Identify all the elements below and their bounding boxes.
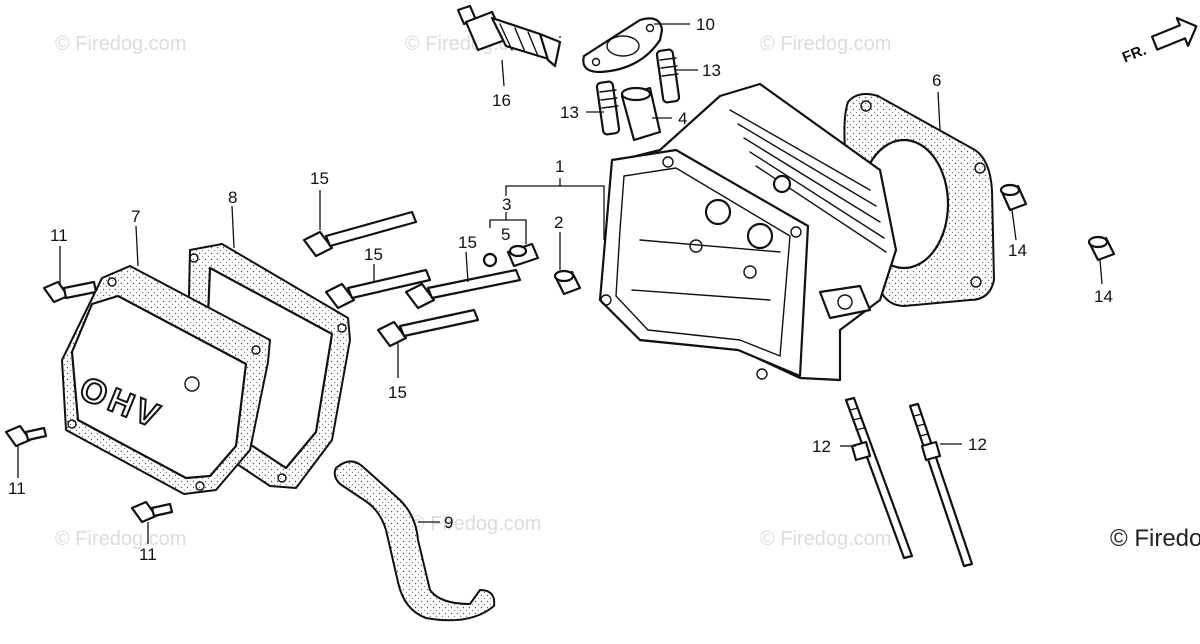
part-number-labels: 1 2 3 4 5 6 7 8 9 10 11 11 11 12 12 13 1… bbox=[8, 15, 1113, 564]
part-label: 4 bbox=[678, 109, 687, 128]
part-label: 15 bbox=[310, 169, 329, 188]
part-label: 3 bbox=[502, 195, 511, 214]
part-label: 15 bbox=[364, 245, 383, 264]
dowel-pins bbox=[482, 242, 582, 296]
stud-bolts bbox=[595, 48, 681, 136]
part-label: 11 bbox=[8, 479, 26, 498]
dowel-pins-right bbox=[999, 183, 1116, 262]
part-label: 16 bbox=[492, 91, 511, 110]
watermark-text: © Firedog.com bbox=[760, 528, 891, 550]
flange-bolts bbox=[302, 210, 522, 348]
watermark-text: © Firedog.com bbox=[410, 513, 541, 535]
watermarks: © Firedog.com © Firedog.com © Firedog.co… bbox=[55, 33, 1200, 552]
part-label: 1 bbox=[555, 157, 564, 176]
part-label: 15 bbox=[458, 233, 477, 252]
part-label: 15 bbox=[388, 383, 407, 402]
watermark-corner-text: © Firedog bbox=[1110, 525, 1200, 552]
part-label: 10 bbox=[696, 15, 715, 34]
part-label: 11 bbox=[50, 226, 68, 245]
part-label: 14 bbox=[1008, 241, 1027, 260]
spark-plug bbox=[456, 4, 562, 68]
part-label: 11 bbox=[139, 545, 157, 564]
part-label: 8 bbox=[228, 188, 237, 207]
intake-insulator bbox=[620, 86, 662, 142]
cover-bolts bbox=[4, 280, 174, 524]
front-arrow-icon bbox=[1150, 16, 1198, 51]
part-label: 5 bbox=[501, 225, 510, 244]
intake-gasket bbox=[582, 17, 664, 74]
part-label: 12 bbox=[968, 435, 987, 454]
part-label: 2 bbox=[554, 213, 563, 232]
front-direction-label: FR. bbox=[1120, 42, 1149, 67]
part-label: 14 bbox=[1094, 287, 1113, 306]
part-label: 13 bbox=[560, 103, 579, 122]
long-stud-bolts bbox=[844, 396, 974, 568]
callout-lines bbox=[17, 23, 1103, 544]
front-direction-mark: FR. bbox=[1120, 16, 1198, 67]
part-label: 9 bbox=[444, 513, 453, 532]
head-cover: OHV bbox=[61, 265, 271, 495]
cylinder-head bbox=[598, 82, 898, 382]
watermark-text: © Firedog.com bbox=[55, 33, 186, 55]
watermark-text: © Firedog.com bbox=[760, 33, 891, 55]
part-label: 6 bbox=[932, 71, 941, 90]
part-label: 7 bbox=[131, 207, 140, 226]
part-label: 13 bbox=[702, 61, 721, 80]
breather-tube bbox=[333, 460, 496, 622]
watermark-text: © Firedog.com bbox=[55, 528, 186, 550]
part-label: 12 bbox=[812, 437, 831, 456]
